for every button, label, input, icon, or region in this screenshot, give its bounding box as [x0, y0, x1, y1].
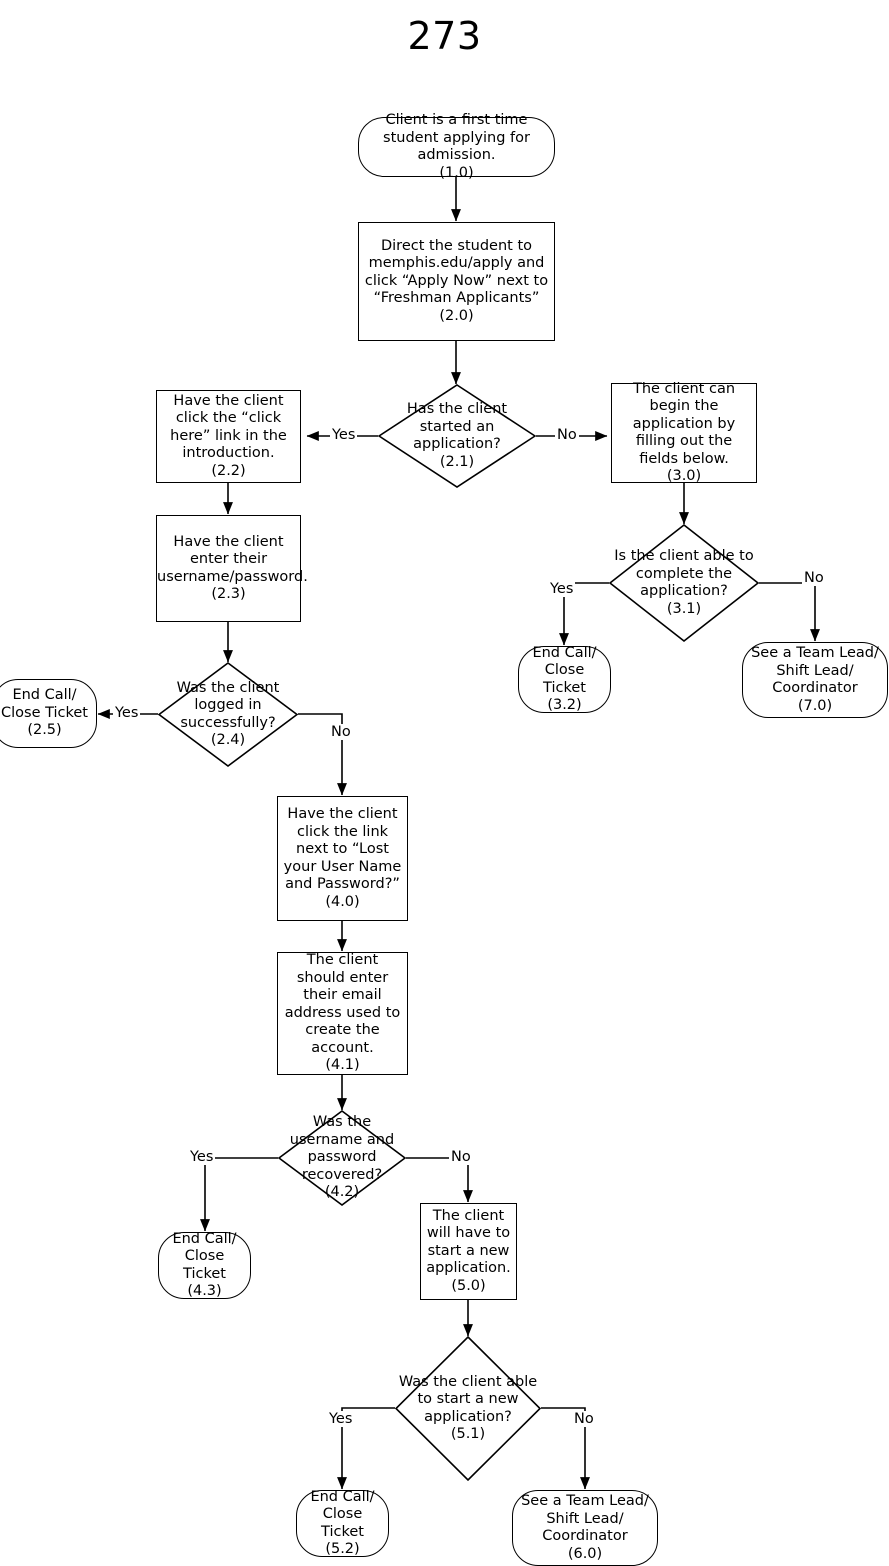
- edge-label-4_2-no: No: [449, 1149, 473, 1165]
- node-6_0-text: See a Team Lead/ Shift Lead/ Coordinator…: [521, 1493, 649, 1562]
- edge-label-5_1-no: No: [572, 1411, 596, 1427]
- diamond-shape-5_1: [395, 1336, 541, 1481]
- node-4_0-text: Have the client click the link next to “…: [283, 806, 402, 910]
- node-3_1-text: Is the client able to complete the appli…: [614, 548, 754, 617]
- node-2_1-decision[interactable]: Has the client started an application? (…: [378, 384, 536, 488]
- node-1_0-text: Client is a first time student applying …: [383, 112, 530, 181]
- node-2_1-text: Has the client started an application? (…: [406, 401, 508, 470]
- edge-label-2_4-no: No: [329, 724, 353, 740]
- node-2_0-text: Direct the student to memphis.edu/apply …: [364, 237, 549, 324]
- node-5_0-process[interactable]: The client will have to start a new appl…: [420, 1203, 517, 1300]
- node-7_0-text: See a Team Lead/ Shift Lead/ Coordinator…: [751, 645, 879, 714]
- page-title: 273: [407, 14, 482, 58]
- edge-label-5_1-yes: Yes: [327, 1411, 355, 1427]
- node-2_3-text: Have the client enter their username/pas…: [157, 533, 308, 603]
- node-4_1-text: The client should enter their email addr…: [284, 952, 401, 1074]
- edge-label-3_1-yes: Yes: [548, 581, 576, 597]
- node-5_0-text: The client will have to start a new appl…: [426, 1207, 511, 1294]
- node-6_0-terminal-escalate[interactable]: See a Team Lead/ Shift Lead/ Coordinator…: [512, 1490, 658, 1566]
- diamond-shape-2_1: [378, 384, 536, 488]
- edge-label-3_1-no: No: [802, 570, 826, 586]
- node-3_1-decision[interactable]: Is the client able to complete the appli…: [609, 524, 759, 642]
- edge-3_1-to-7_0: [759, 582, 820, 642]
- node-1_0-terminal-start[interactable]: Client is a first time student applying …: [358, 112, 555, 181]
- diamond-shape-4_2: [278, 1110, 406, 1206]
- edge-4_2-to-4_3: [200, 1157, 278, 1232]
- node-5_1-text: Was the client able to start a new appli…: [398, 1373, 538, 1443]
- node-4_1-process[interactable]: The client should enter their email addr…: [277, 952, 408, 1075]
- node-2_2-text: Have the client click the “click here” l…: [170, 392, 287, 479]
- node-5_2-text: End Call/ Close Ticket (5.2): [310, 1488, 375, 1558]
- node-3_0-process[interactable]: The client can begin the application by …: [611, 380, 757, 485]
- node-2_0-process[interactable]: Direct the student to memphis.edu/apply …: [358, 222, 555, 341]
- node-4_3-text: End Call/ Close Ticket (4.3): [172, 1230, 237, 1300]
- node-2_2-process[interactable]: Have the client click the “click here” l…: [156, 390, 301, 483]
- edge-label-4_2-yes: Yes: [188, 1149, 216, 1165]
- node-3_2-terminal-end-call[interactable]: End Call/ Close Ticket (3.2): [518, 644, 611, 714]
- diamond-shape-2_4: [158, 662, 298, 767]
- node-4_3-terminal-end-call[interactable]: End Call/ Close Ticket (4.3): [158, 1230, 251, 1300]
- diamond-shape-3_1: [609, 524, 759, 642]
- node-4_2-text: Was the username and password recovered?…: [289, 1114, 395, 1201]
- node-4_2-decision[interactable]: Was the username and password recovered?…: [278, 1110, 406, 1206]
- node-5_1-decision[interactable]: Was the client able to start a new appli…: [395, 1336, 541, 1481]
- node-2_3-process[interactable]: Have the client enter their username/pas…: [156, 515, 308, 622]
- node-4_0-process[interactable]: Have the client click the link next to “…: [277, 796, 408, 921]
- node-2_5-terminal-end-call[interactable]: End Call/ Close Ticket (2.5): [0, 679, 97, 748]
- node-7_0-terminal-escalate[interactable]: See a Team Lead/ Shift Lead/ Coordinator…: [742, 642, 888, 718]
- node-2_4-decision[interactable]: Was the client logged in successfully? (…: [158, 662, 298, 767]
- node-5_2-terminal-end-call[interactable]: End Call/ Close Ticket (5.2): [296, 1488, 389, 1558]
- node-3_2-text: End Call/ Close Ticket (3.2): [532, 644, 597, 714]
- edge-label-2_1-no: No: [555, 427, 579, 443]
- node-2_4-text: Was the client logged in successfully? (…: [176, 679, 280, 749]
- node-2_5-text: End Call/ Close Ticket (2.5): [0, 687, 88, 739]
- edge-label-2_4-yes: Yes: [113, 705, 141, 721]
- edge-label-2_1-yes: Yes: [330, 427, 358, 443]
- node-3_0-text: The client can begin the application by …: [632, 380, 736, 485]
